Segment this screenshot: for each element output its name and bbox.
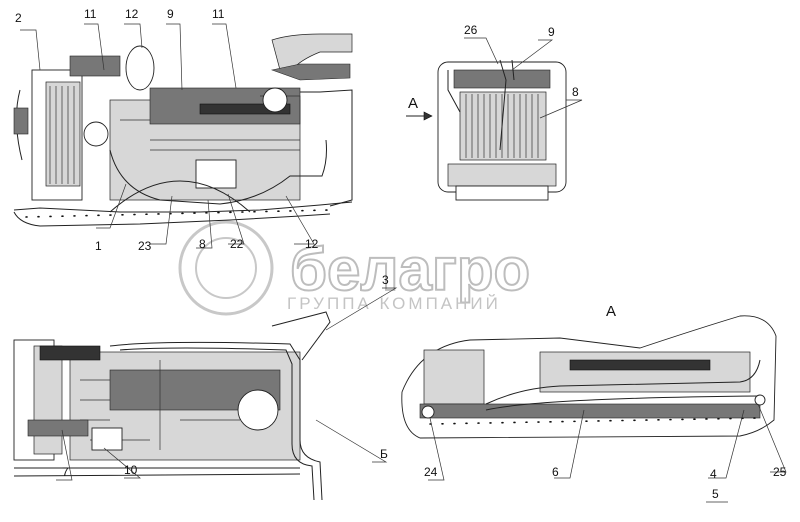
side-pulley [83, 121, 109, 147]
front-radiator-fins [465, 94, 539, 158]
callout-1: 1 [95, 239, 102, 253]
side-radiator-core [45, 81, 81, 187]
front-radiator-core [459, 91, 547, 161]
top-part-10 [91, 427, 123, 451]
watermark-brand: белагро [290, 236, 530, 303]
callout-11-right: 11 [212, 7, 225, 21]
watermark-subtitle: ГРУППА КОМПАНИЙ [287, 294, 501, 313]
top-pipe-inner [119, 347, 315, 501]
view-arrow-label: А [408, 95, 418, 112]
side-pipe-lower [109, 139, 327, 205]
view-arrow-head [423, 111, 433, 121]
top-bottom-frame [13, 467, 301, 477]
detail-leaders [428, 403, 787, 481]
callout-9-front: 9 [548, 25, 555, 39]
callout-3: 3 [382, 273, 389, 287]
callout-24: 24 [424, 465, 438, 479]
callout-11-left: 11 [84, 7, 97, 21]
callout-26: 26 [464, 23, 478, 37]
watermark-logo-inner [195, 237, 257, 299]
side-radiator-cap [69, 55, 121, 77]
top-intercooler [39, 345, 101, 361]
top-bracket-arm [271, 311, 331, 361]
side-frame-dots [25, 209, 331, 218]
top-pipe-long [109, 341, 323, 501]
side-engine-detail [120, 95, 301, 151]
callout-9-side: 9 [167, 7, 174, 21]
callout-25: 25 [773, 465, 787, 479]
front-pipes [447, 59, 515, 151]
top-view: 3 7 10 Б [13, 273, 398, 501]
callout-5: 5 [712, 487, 719, 501]
side-view: 2 11 12 9 11 1 23 8 22 12 [13, 7, 353, 253]
side-frame-lower [13, 211, 331, 227]
side-radiator-fins [49, 86, 75, 184]
front-view: А 26 9 8 [406, 23, 583, 201]
detail-pipes [485, 359, 761, 411]
detail-valve-25 [754, 394, 766, 406]
side-cab-step [270, 63, 351, 81]
side-expansion-tank [125, 45, 155, 91]
detail-view-a: А 24 6 4 5 25 [401, 303, 787, 503]
brand-watermark: белагро ГРУППА КОМПАНИЙ [178, 220, 531, 316]
callout-12-bottom: 12 [305, 237, 319, 251]
top-radiator-core [33, 345, 63, 455]
detail-engine-dark [569, 359, 711, 371]
callout-2: 2 [15, 11, 22, 25]
side-frame-rail [13, 201, 353, 213]
detail-lower-frame [419, 403, 761, 419]
front-leaders [464, 37, 583, 119]
top-part-7 [27, 419, 89, 437]
side-wheel-arc [109, 180, 251, 213]
detail-tank [423, 349, 485, 405]
detail-view-title: А [606, 303, 616, 320]
callout-6: 6 [552, 465, 559, 479]
side-turbo [262, 87, 288, 113]
detail-valve-24 [421, 405, 435, 419]
side-leaders [20, 23, 315, 249]
callout-22: 22 [230, 237, 244, 251]
front-base [455, 185, 549, 201]
front-top-tank [453, 69, 551, 89]
top-flywheel [237, 389, 279, 431]
top-leaders [56, 287, 398, 481]
side-front-bracket [13, 107, 29, 135]
side-engine-manifold [199, 103, 291, 115]
callout-4: 4 [710, 467, 717, 481]
callout-8-side: 8 [199, 237, 206, 251]
callout-8-front: 8 [572, 85, 579, 99]
callout-10: 10 [124, 463, 138, 477]
side-engine-sump [195, 159, 237, 189]
callout-23: 23 [138, 239, 152, 253]
watermark-logo-ring [178, 220, 274, 316]
callout-12-top: 12 [125, 7, 139, 21]
callout-B: Б [380, 447, 388, 461]
callout-7: 7 [62, 465, 69, 479]
front-bottom-tank [447, 163, 557, 187]
side-hood-outline [280, 89, 353, 207]
